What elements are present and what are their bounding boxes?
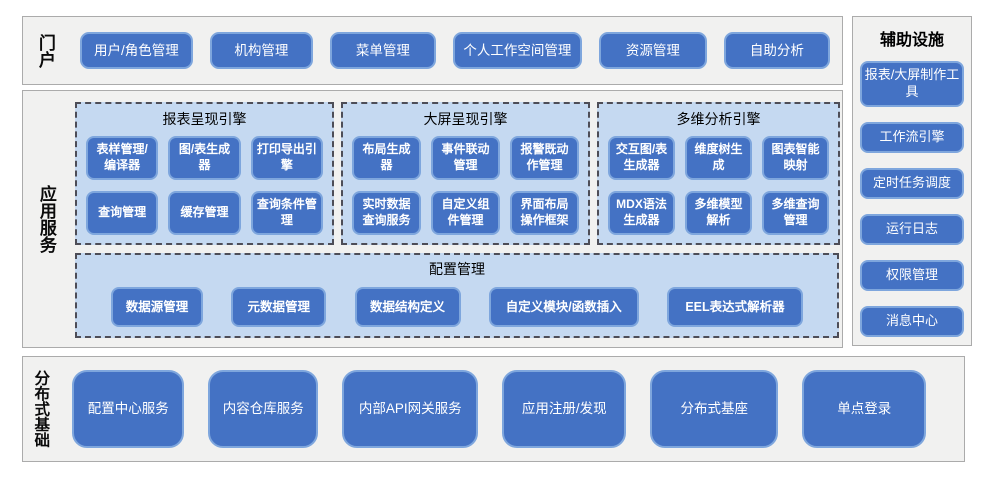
aux-button-scheduled-tasks[interactable]: 定时任务调度 [860,168,964,199]
engine-button-mdx-generator[interactable]: MDX语法生成器 [608,191,675,235]
portal-button-resource-mgmt[interactable]: 资源管理 [598,32,707,69]
portal-button-personal-workspace-mgmt[interactable]: 个人工作空间管理 [452,32,582,69]
panel-config-mgmt-row: 数据源管理 元数据管理 数据结构定义 自定义模块/函数插入 EEL表达式解析器 [77,287,837,327]
panel-bigscreen-engine-grid: 布局生成器 事件联动管理 报警既动作管理 实时数据查询服务 自定义组件管理 界面… [343,129,588,235]
aux-button-workflow-engine[interactable]: 工作流引擎 [860,122,964,153]
config-button-datasource-mgmt[interactable]: 数据源管理 [111,287,203,327]
engine-button-alarm-action-mgmt[interactable]: 报警既动作管理 [510,136,579,180]
panel-olap-engine: 多维分析引擎 交互图/表生成器 维度树生成 图表智能映射 MDX语法生成器 多维… [597,102,840,245]
config-button-metadata-mgmt[interactable]: 元数据管理 [231,287,327,327]
engine-button-realtime-data-query[interactable]: 实时数据查询服务 [352,191,421,235]
engine-button-smart-chart-mapping[interactable]: 图表智能映射 [762,136,829,180]
foundation-section: 分布式基础 配置中心服务 内容仓库服务 内部API网关服务 应用注册/发现 分布… [22,356,965,462]
foundation-button-sso[interactable]: 单点登录 [802,370,927,448]
foundation-button-internal-api-gateway[interactable]: 内部API网关服务 [342,370,479,448]
config-button-custom-module-function[interactable]: 自定义模块/函数插入 [488,287,639,327]
aux-button-report-bigscreen-tool[interactable]: 报表/大屏制作工具 [860,61,964,107]
panel-bigscreen-engine: 大屏呈现引擎 布局生成器 事件联动管理 报警既动作管理 实时数据查询服务 自定义… [341,102,590,245]
auxiliary-section: 辅助设施 报表/大屏制作工具 工作流引擎 定时任务调度 运行日志 权限管理 消息… [852,16,972,346]
config-button-eel-expression-parser[interactable]: EEL表达式解析器 [667,287,803,327]
panel-olap-engine-title: 多维分析引擎 [676,111,761,127]
engine-button-layout-generator[interactable]: 布局生成器 [352,136,421,180]
engine-button-event-linkage-mgmt[interactable]: 事件联动管理 [431,136,500,180]
aux-button-run-logs[interactable]: 运行日志 [860,214,964,245]
foundation-button-content-repo[interactable]: 内容仓库服务 [208,370,319,448]
engine-button-style-mgmt-compiler[interactable]: 表样管理/编译器 [86,136,159,180]
panel-config-mgmt-title: 配置管理 [429,261,485,277]
aux-button-permission-mgmt[interactable]: 权限管理 [860,260,964,291]
aux-button-message-center[interactable]: 消息中心 [860,306,964,337]
portal-section-label: 门户 [35,33,55,68]
foundation-button-app-register-discovery[interactable]: 应用注册/发现 [502,370,627,448]
engine-button-interactive-chart-generator[interactable]: 交互图/表生成器 [608,136,675,180]
panel-report-engine-grid: 表样管理/编译器 图/表生成器 打印导出引擎 查询管理 缓存管理 查询条件管理 [77,129,332,235]
foundation-button-config-center[interactable]: 配置中心服务 [72,370,185,448]
app-services-section-label: 应用服务 [36,185,56,253]
portal-button-org-mgmt[interactable]: 机构管理 [209,32,313,69]
engine-button-print-export-engine[interactable]: 打印导出引擎 [250,136,323,180]
engine-button-cache-mgmt[interactable]: 缓存管理 [168,191,241,235]
panel-report-engine: 报表呈现引擎 表样管理/编译器 图/表生成器 打印导出引擎 查询管理 缓存管理 … [75,102,334,245]
app-services-section: 应用服务 报表呈现引擎 表样管理/编译器 图/表生成器 打印导出引擎 查询管理 … [22,90,843,348]
foundation-section-label: 分布式基础 [32,370,50,448]
engine-panels: 报表呈现引擎 表样管理/编译器 图/表生成器 打印导出引擎 查询管理 缓存管理 … [75,102,840,245]
config-button-data-structure-def[interactable]: 数据结构定义 [354,287,461,327]
engine-button-query-condition-mgmt[interactable]: 查询条件管理 [250,191,323,235]
panel-olap-engine-grid: 交互图/表生成器 维度树生成 图表智能映射 MDX语法生成器 多维模型解析 多维… [599,129,838,235]
engine-button-dimension-tree[interactable]: 维度树生成 [685,136,752,180]
engine-button-chart-table-generator[interactable]: 图/表生成器 [168,136,241,180]
engine-button-ui-layout-framework[interactable]: 界面布局操作框架 [510,191,579,235]
foundation-button-row: 配置中心服务 内容仓库服务 内部API网关服务 应用注册/发现 分布式基座 单点… [72,370,927,448]
portal-button-menu-mgmt[interactable]: 菜单管理 [329,32,436,69]
portal-button-row: 用户/角色管理 机构管理 菜单管理 个人工作空间管理 资源管理 自助分析 [79,32,830,69]
panel-config-mgmt: 配置管理 数据源管理 元数据管理 数据结构定义 自定义模块/函数插入 EEL表达… [75,253,839,338]
portal-button-user-role-mgmt[interactable]: 用户/角色管理 [79,32,193,69]
engine-button-multidim-model-parse[interactable]: 多维模型解析 [685,191,752,235]
auxiliary-button-column: 报表/大屏制作工具 工作流引擎 定时任务调度 运行日志 权限管理 消息中心 [853,61,971,337]
engine-button-multidim-query-mgmt[interactable]: 多维查询管理 [762,191,829,235]
portal-section: 门户 用户/角色管理 机构管理 菜单管理 个人工作空间管理 资源管理 自助分析 [22,16,843,85]
engine-button-custom-component-mgmt[interactable]: 自定义组件管理 [431,191,500,235]
panel-bigscreen-engine-title: 大屏呈现引擎 [423,111,508,127]
auxiliary-section-title: 辅助设施 [879,32,944,49]
engine-button-query-mgmt[interactable]: 查询管理 [86,191,159,235]
foundation-button-distributed-base[interactable]: 分布式基座 [650,370,779,448]
portal-button-self-service-analysis[interactable]: 自助分析 [723,32,830,69]
panel-report-engine-title: 报表呈现引擎 [162,111,247,127]
